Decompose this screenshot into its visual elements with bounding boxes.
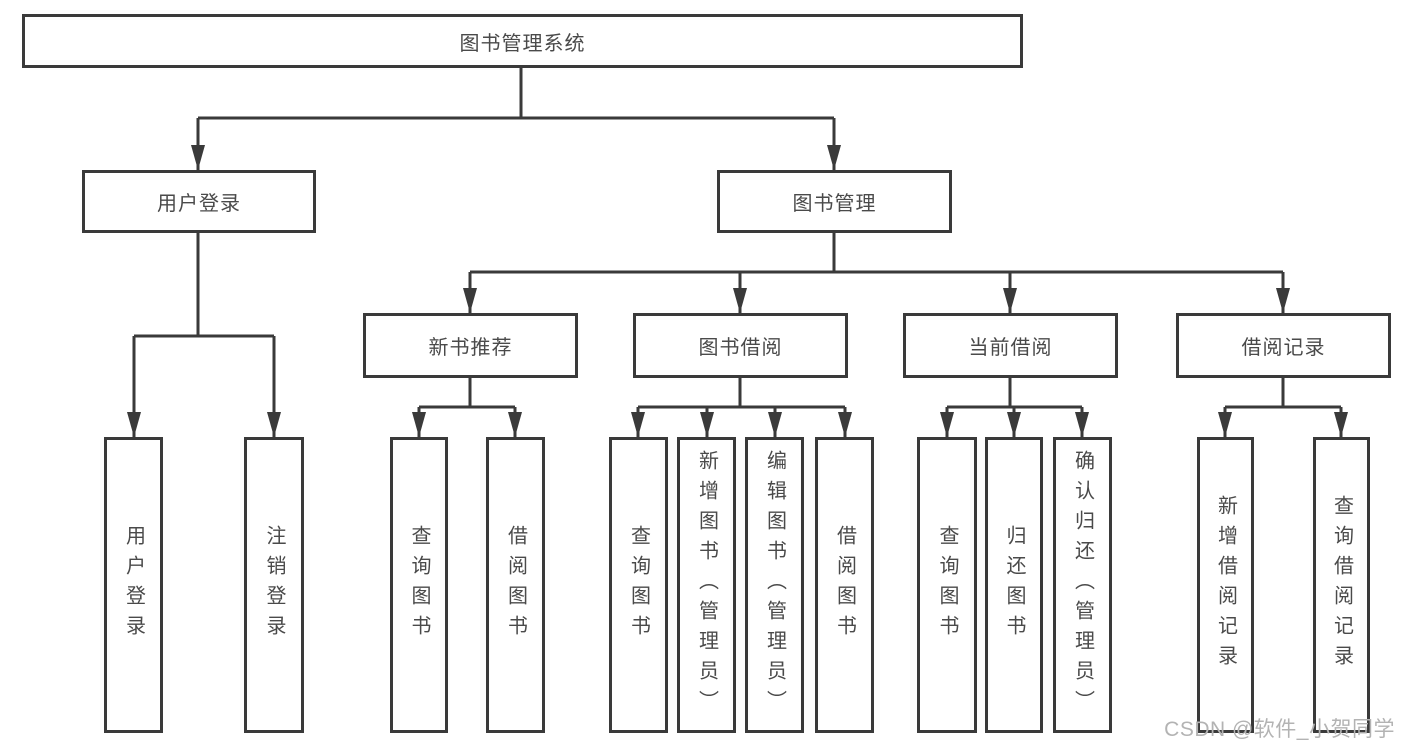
node-records-add-record: 新增借阅记录 [1197, 437, 1254, 733]
connector-current-to-leaves [940, 378, 1089, 437]
node-leaf-logout: 注销登录 [244, 437, 304, 733]
connector-book-management-to-level3 [463, 233, 1290, 313]
connector-user-login-to-leaves [127, 233, 281, 437]
connector-root-to-level2 [191, 68, 841, 170]
node-recommend-borrow-books: 借阅图书 [486, 437, 545, 733]
connector-recommend-to-leaves [412, 378, 522, 437]
node-borrowing-edit-books: 编辑图书（管理员） [745, 437, 804, 733]
node-borrowing-add-books: 新增图书（管理员） [677, 437, 736, 733]
node-records-query-record: 查询借阅记录 [1313, 437, 1370, 733]
node-current-borrowing: 当前借阅 [903, 313, 1118, 378]
node-borrowing-query-books: 查询图书 [609, 437, 668, 733]
node-book-management: 图书管理 [717, 170, 952, 233]
watermark: CSDN @软件_小贺同学 [1164, 718, 1395, 741]
node-root: 图书管理系统 [22, 14, 1023, 68]
node-borrowing-records: 借阅记录 [1176, 313, 1391, 378]
node-current-confirm-return: 确认归还（管理员） [1053, 437, 1112, 733]
node-leaf-user-login: 用户登录 [104, 437, 163, 733]
node-current-query-books: 查询图书 [917, 437, 977, 733]
node-new-book-recommend: 新书推荐 [363, 313, 578, 378]
node-borrowing-borrow-books: 借阅图书 [815, 437, 874, 733]
connector-borrowing-to-leaves [631, 378, 852, 437]
node-book-borrowing: 图书借阅 [633, 313, 848, 378]
connector-records-to-leaves [1218, 378, 1348, 437]
node-user-login: 用户登录 [82, 170, 316, 233]
node-recommend-query-books: 查询图书 [390, 437, 448, 733]
node-current-return-books: 归还图书 [985, 437, 1043, 733]
